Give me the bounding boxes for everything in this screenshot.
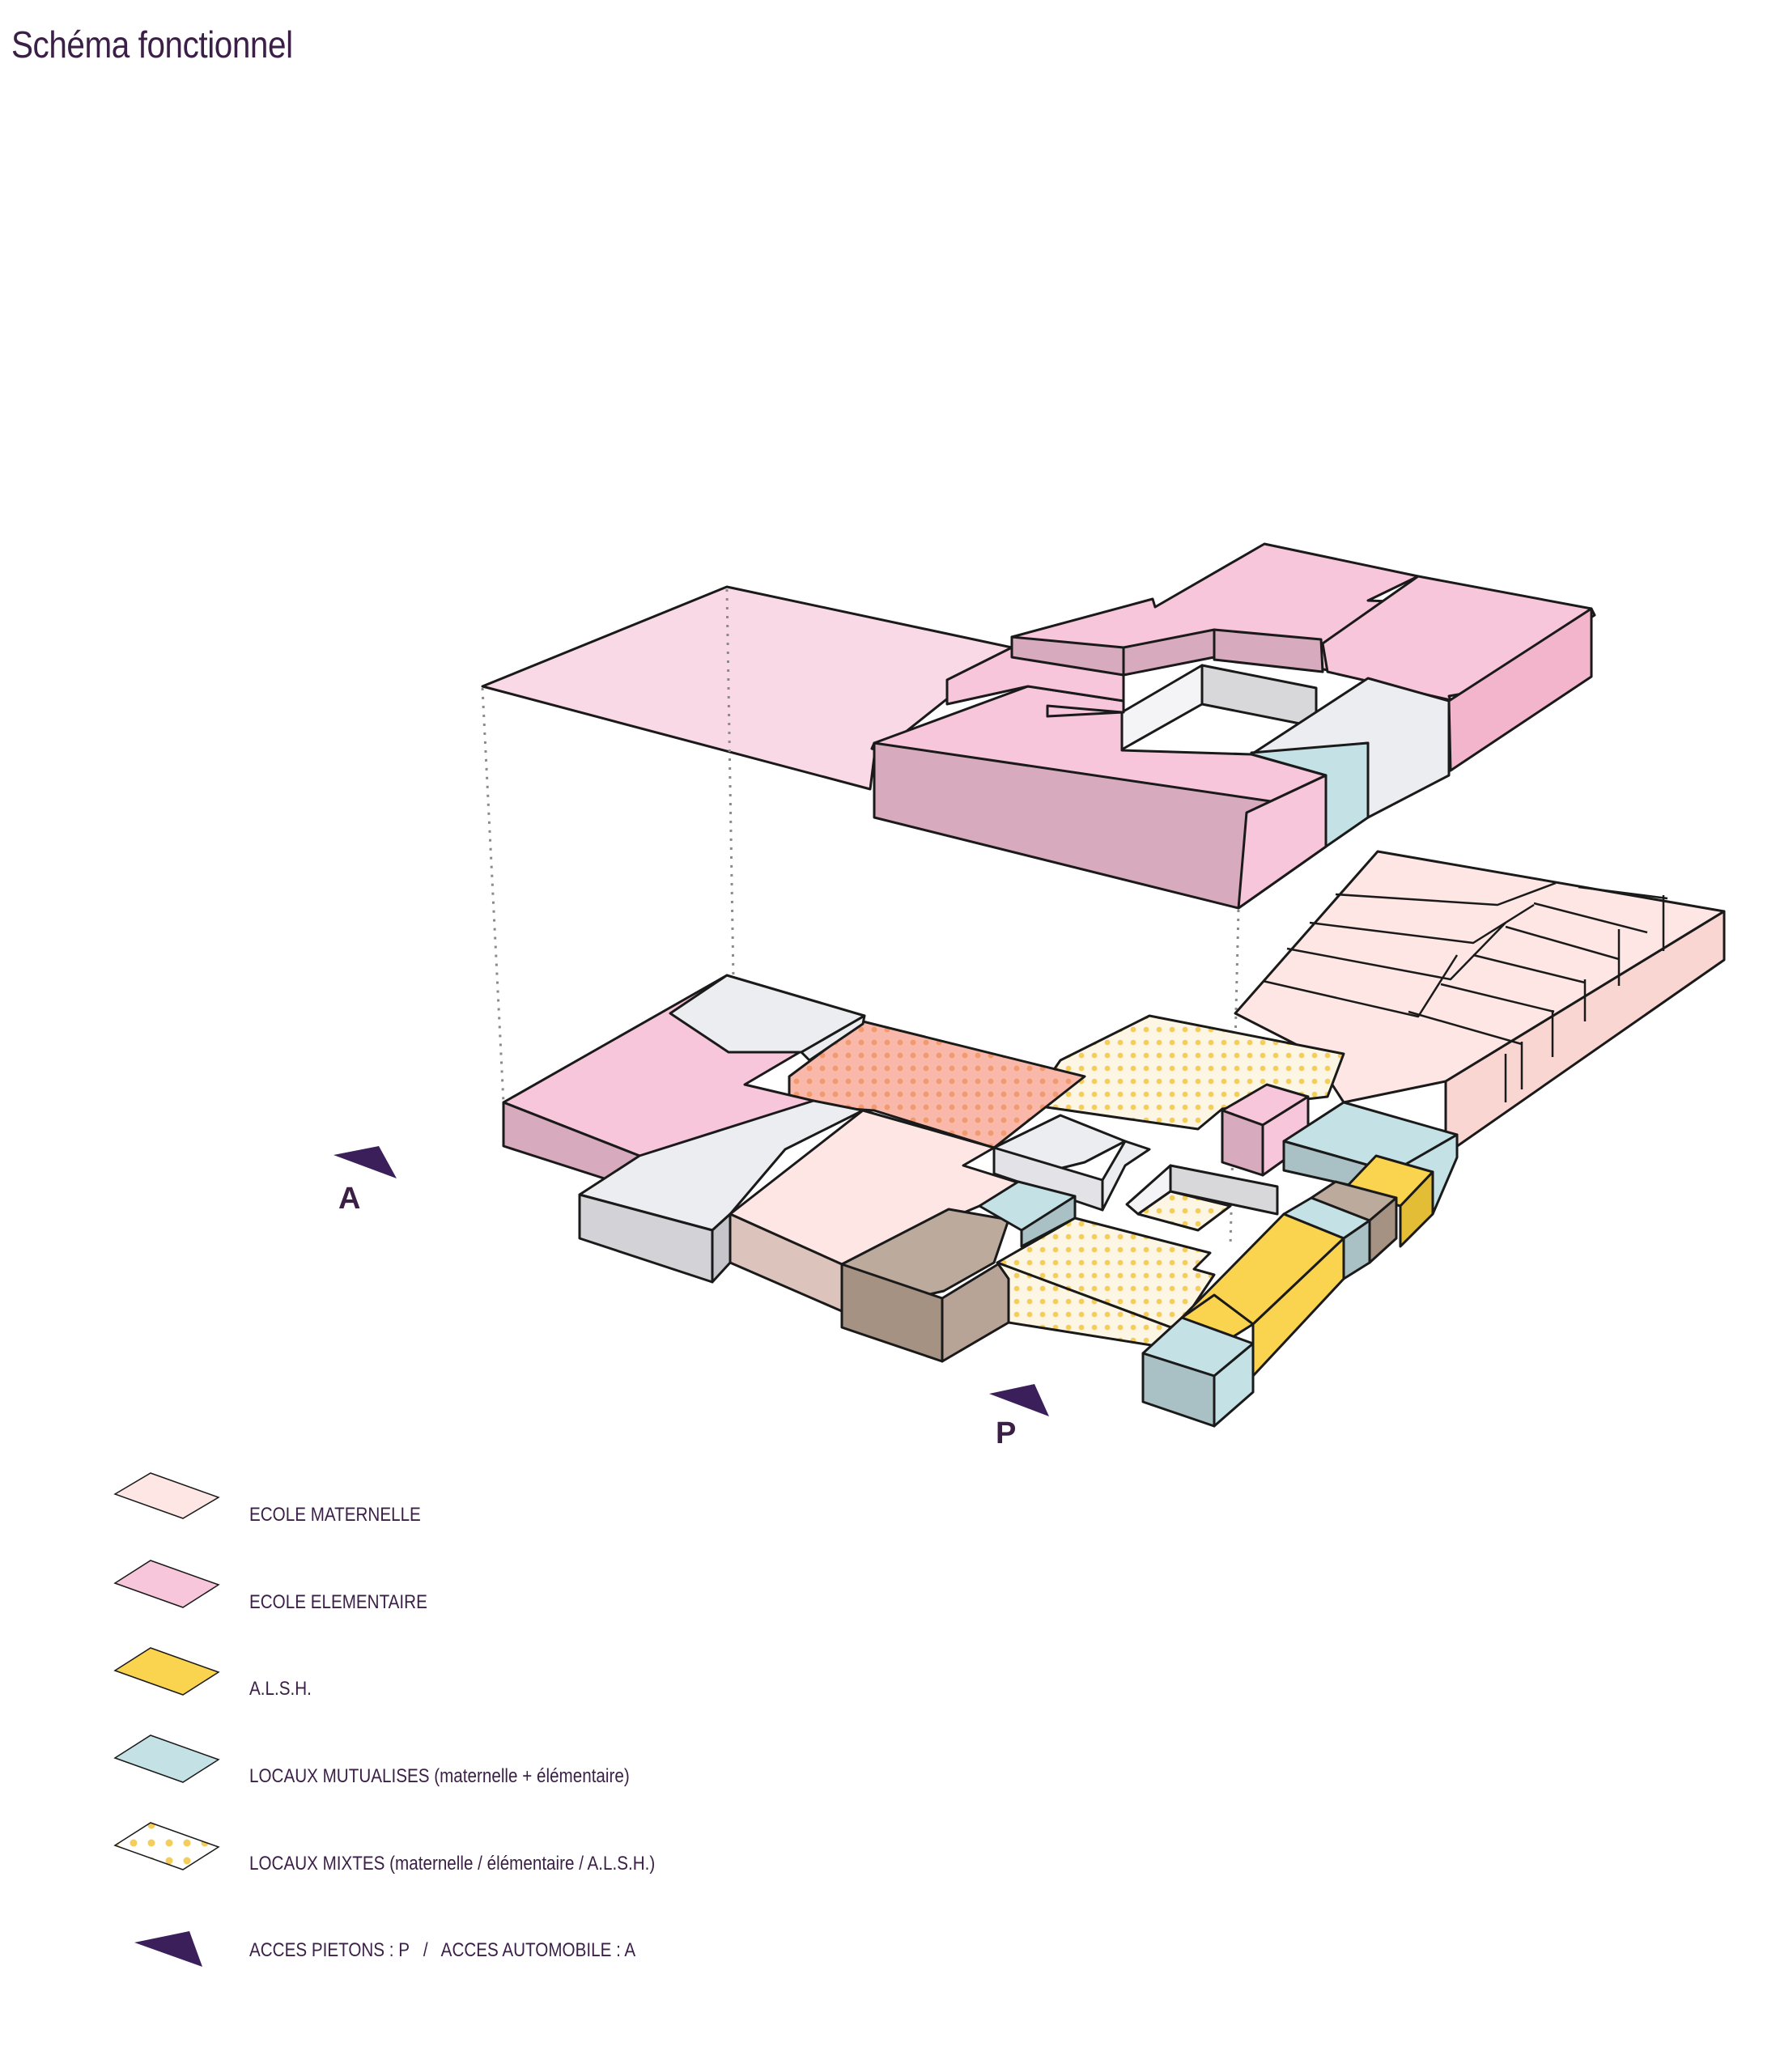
upper-left-block-right [1237, 774, 1328, 910]
upper-courtyard-wall-left [1120, 664, 1204, 751]
maternelle-wing-divisions [1262, 881, 1668, 1102]
legend-swatch-mutualises [113, 1734, 220, 1783]
acces-automobile-arrow [333, 1146, 397, 1178]
acces-pietons-label: P [996, 1416, 1017, 1450]
legend-label-maternelle: ECOLE MATERNELLE [249, 1504, 421, 1526]
legend-swatches [113, 1472, 220, 1870]
legend-label-mixtes: LOCAUX MIXTES (maternelle / élémentaire … [249, 1853, 656, 1875]
mixtes-front-face [996, 1261, 1183, 1352]
alsh-back-side [1399, 1170, 1434, 1248]
legend-label-alsh: A.L.S.H. [249, 1678, 312, 1700]
upper-plate-elementaire [481, 585, 1013, 791]
legend-swatch-acces [134, 1931, 202, 1967]
mutualises-front-side [1213, 1342, 1255, 1428]
upper-courtyard-wall-right [1200, 664, 1318, 728]
legend-swatch-mixtes [113, 1822, 220, 1870]
ground-grey-back-2 [800, 1014, 866, 1062]
legend-label-acces: ACCES PIETONS : P / ACCES AUTOMOBILE : A [249, 1939, 636, 1961]
ground-grey-wall [1101, 1140, 1151, 1212]
courtyard-wall-back [1169, 1164, 1279, 1216]
upper-back-face-2 [1122, 628, 1216, 677]
legend-swatch-maternelle [113, 1472, 220, 1519]
legend-swatch-alsh [113, 1647, 220, 1696]
legend-label-mutualises: LOCAUX MUTUALISES (maternelle + élémenta… [249, 1765, 630, 1787]
upper-floor [481, 542, 1596, 910]
ground-floor [502, 850, 1726, 1428]
courtyard-mixtes-floor [1136, 1190, 1232, 1232]
legend-label-elementaire: ECOLE ELEMENTAIRE [249, 1591, 427, 1613]
acces-pietons-arrow [989, 1384, 1049, 1416]
acces-automobile-label: A [338, 1182, 361, 1216]
upper-right-wing-side [1447, 607, 1593, 772]
page-title: Schéma fonctionnel [11, 23, 293, 66]
legend-swatch-elementaire [113, 1560, 220, 1608]
